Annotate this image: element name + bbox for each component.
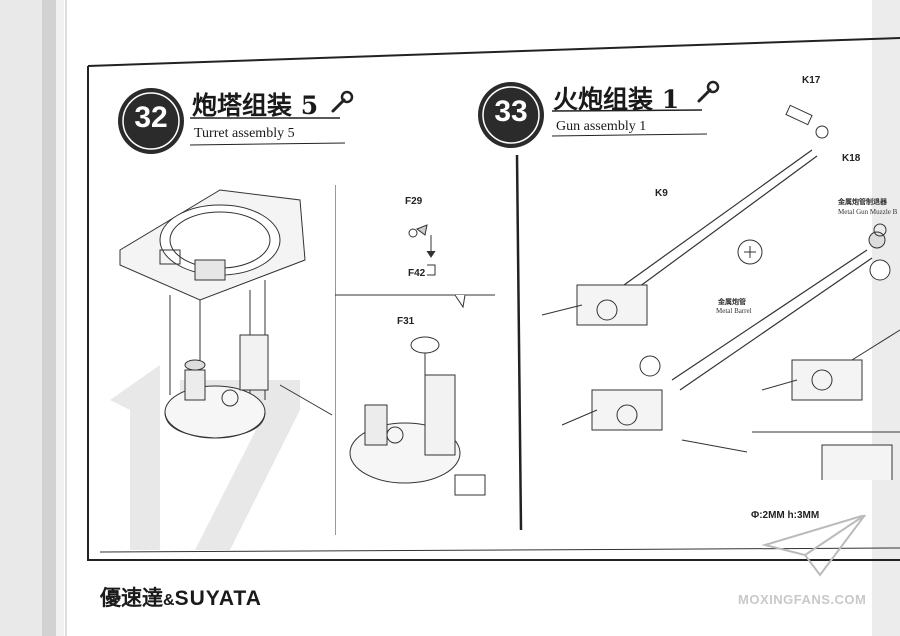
barrel-label-cn: 金属炮管 [718,298,746,306]
paper-plane-logo [761,515,867,577]
muzzle-label-cn: 金属炮管制退器 [838,198,887,206]
brand-amp: & [163,592,175,609]
turret-detail-inset [335,185,495,535]
turret-assembly-drawing [119,189,333,439]
barrel-label-en: Metal Barrel [716,307,752,315]
step-badge-32 [118,88,184,154]
part-label-k18: K18 [842,153,861,164]
part-label-k9: K9 [655,188,668,199]
part-label-f29: F29 [405,196,423,207]
step-number-33: 33 [494,95,528,128]
wrench-icon [697,80,720,103]
step32-title-cn: 炮塔组装 5 [192,91,319,120]
part-label-f31: F31 [397,316,415,327]
gun-assembly-drawing [541,104,900,480]
page-number-graphic [110,365,300,550]
drill-spec: Φ:2MM h:3MM [751,510,820,521]
step32-title-en: Turret assembly 5 [194,126,295,141]
brand-logo: 優速達&SUYATA [100,582,262,612]
brand-en: SUYATA [174,587,262,610]
watermark-text: MOXINGFANS.COM [738,592,867,607]
muzzle-label-en: Metal Gun Muzzle B [838,208,898,216]
step-number-32: 32 [134,101,168,134]
step33-underline [552,109,708,137]
part-label-k17: K17 [802,75,821,86]
step33-title-en: Gun assembly 1 [556,119,647,134]
brand-cn: 優速達 [100,585,163,610]
step33-title-cn: 火炮组装 1 [553,85,680,114]
part-label-f42: F42 [408,268,426,279]
step32-underline [190,117,346,146]
step-badge-33 [478,82,544,148]
wrench-icon [331,90,354,113]
